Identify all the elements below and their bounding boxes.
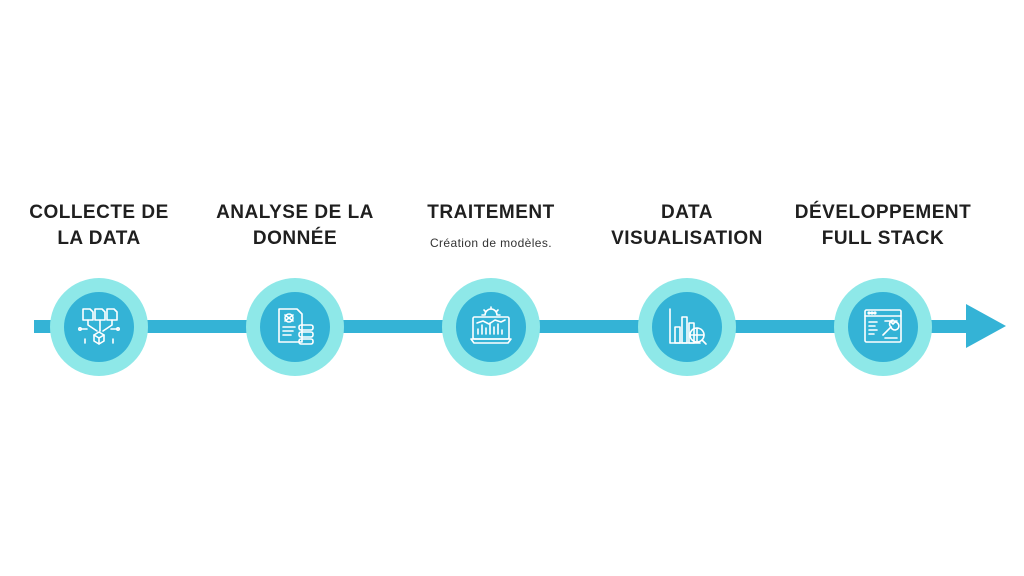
node-inner-circle — [652, 292, 722, 362]
node-inner-circle — [260, 292, 330, 362]
node-inner-circle — [64, 292, 134, 362]
dev-tools-icon — [864, 309, 902, 343]
timeline-arrow-head — [966, 304, 1006, 348]
step-title: ANALYSE DE LA DONNÉE — [216, 202, 374, 249]
step-node — [638, 278, 736, 376]
processing-monitor-icon — [470, 306, 512, 344]
step-title: COLLECTE DE LA DATA — [29, 202, 169, 249]
step-title: DÉVELOPPEMENT FULL STACK — [794, 202, 972, 249]
node-inner-circle — [848, 292, 918, 362]
step-node — [442, 278, 540, 376]
step-subtitle: Création de modèles. — [429, 236, 553, 250]
step-node — [246, 278, 344, 376]
node-inner-circle — [456, 292, 526, 362]
chart-visualization-icon — [669, 308, 707, 345]
step-title: DATA VISUALISATION — [611, 202, 763, 249]
step-node — [834, 278, 932, 376]
data-collection-icon — [77, 308, 120, 345]
data-analysis-icon — [278, 308, 314, 345]
step-title: TRAITEMENT — [427, 202, 555, 223]
step-node — [50, 278, 148, 376]
